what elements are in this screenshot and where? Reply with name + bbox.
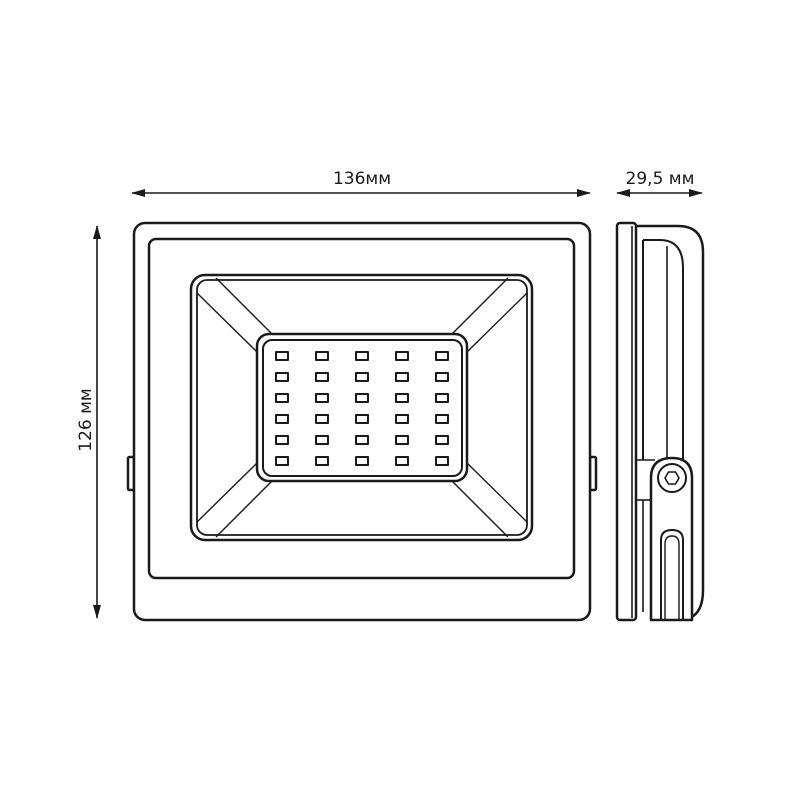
width-label: 136мм xyxy=(333,169,391,189)
led-chip xyxy=(395,372,409,382)
front-plate xyxy=(615,221,638,622)
led-chip xyxy=(435,435,449,445)
front-view xyxy=(126,221,598,622)
led-chip xyxy=(355,393,369,403)
led-chip xyxy=(315,435,329,445)
led-chip xyxy=(275,435,289,445)
led-chip xyxy=(355,435,369,445)
led-chip xyxy=(315,393,329,403)
led-chip xyxy=(275,393,289,403)
depth-dimension: 29,5 мм xyxy=(616,169,703,197)
led-chip xyxy=(355,456,369,466)
led-chip xyxy=(315,414,329,424)
bolt-head xyxy=(657,463,687,493)
led-panel-outer xyxy=(255,332,469,483)
led-chip xyxy=(435,456,449,466)
led-chip xyxy=(315,456,329,466)
led-chip xyxy=(395,414,409,424)
led-chip xyxy=(395,435,409,445)
housing-frame xyxy=(147,237,576,580)
led-chip xyxy=(275,372,289,382)
hex-bolt-icon xyxy=(664,471,680,485)
led-chip xyxy=(315,372,329,382)
height-label: 126 мм xyxy=(76,388,96,452)
led-chip xyxy=(435,393,449,403)
led-chip xyxy=(355,372,369,382)
led-chip xyxy=(435,414,449,424)
led-chip xyxy=(275,456,289,466)
reflector-diagonals xyxy=(196,277,528,538)
led-chip xyxy=(395,393,409,403)
led-chip xyxy=(315,351,329,361)
reflector-outer xyxy=(189,273,534,542)
led-chip xyxy=(355,351,369,361)
led-chip xyxy=(395,351,409,361)
led-panel xyxy=(262,339,463,477)
bracket-slot xyxy=(660,529,684,620)
side-view xyxy=(615,221,705,622)
body-outline xyxy=(636,224,705,620)
led-chip xyxy=(275,414,289,424)
depth-label: 29,5 мм xyxy=(626,169,695,189)
led-chip xyxy=(395,456,409,466)
led-chip xyxy=(435,372,449,382)
led-chip xyxy=(435,351,449,361)
height-dimension: 126 мм xyxy=(76,225,101,619)
led-array xyxy=(275,351,449,466)
led-chip xyxy=(275,351,289,361)
width-dimension: 136мм xyxy=(131,169,591,197)
led-chip xyxy=(355,414,369,424)
